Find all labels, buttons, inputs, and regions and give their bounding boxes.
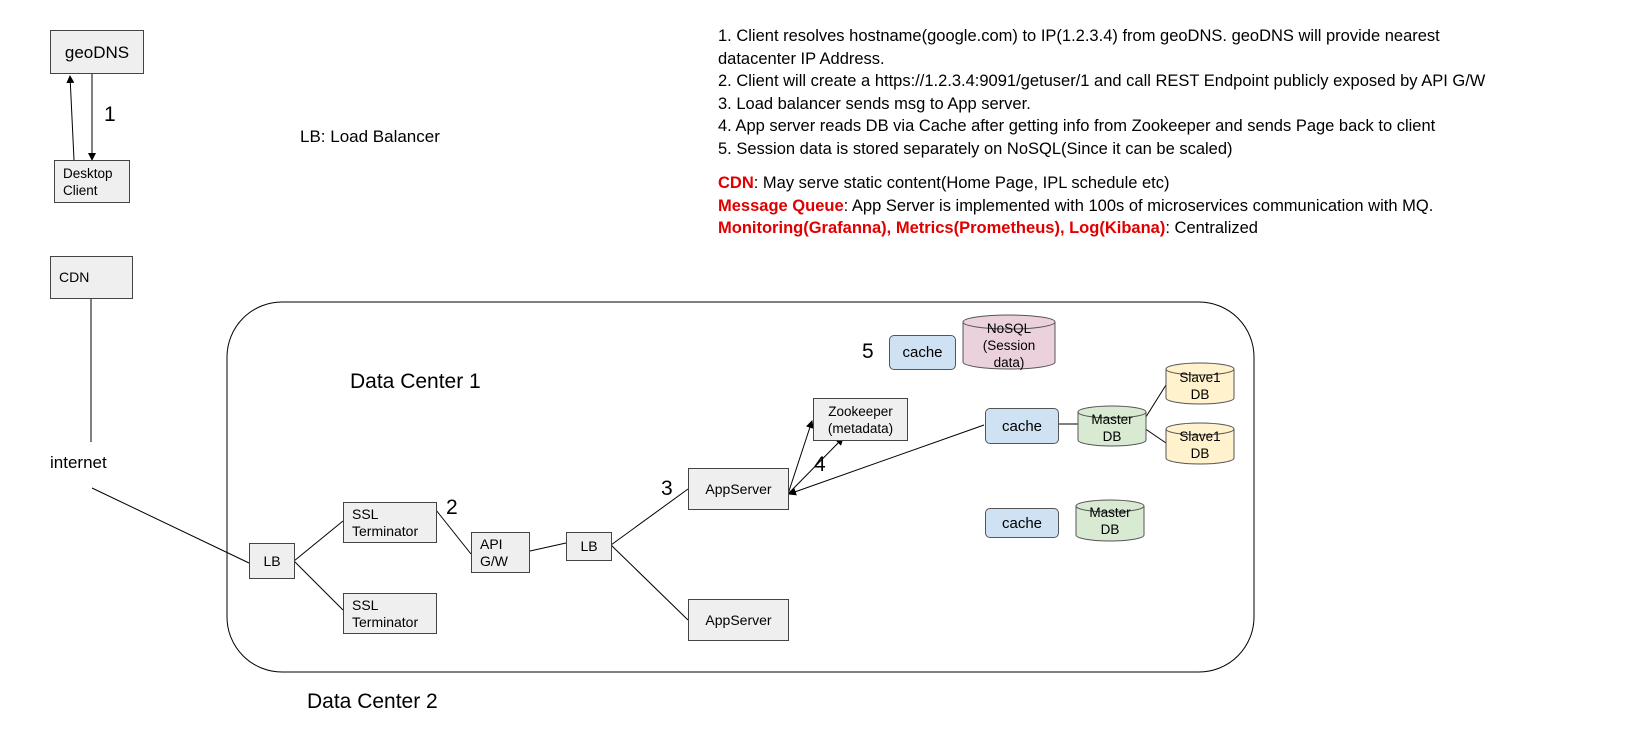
arrow-appserver-zookeeper-a — [787, 420, 814, 495]
note-step-2: 2. Client will create a https://1.2.3.4:… — [718, 72, 1486, 90]
notes-panel: 1. Client resolves hostname(google.com) … — [718, 25, 1618, 240]
connector-master-slave-b — [1143, 427, 1167, 444]
lb-inner-node: LB — [566, 532, 612, 561]
data-center-1-boundary — [226, 301, 1255, 673]
note-step-1: 1. Client resolves hostname(google.com) … — [718, 27, 1440, 45]
master-db-dc2-cylinder — [1075, 499, 1145, 542]
appserver-1-node: AppServer — [688, 468, 789, 510]
nosql-label: NoSQL (Session data) — [982, 321, 1036, 370]
note-cdn: CDN: May serve static content(Home Page,… — [718, 172, 1618, 195]
api-gateway-node: API G/W — [471, 532, 530, 573]
lb-legend: LB: Load Balancer — [300, 127, 440, 146]
note-monitoring-desc: : Centralized — [1165, 219, 1258, 237]
step-5-label: 5 — [862, 340, 874, 363]
ssl-terminator-2-node: SSL Terminator — [343, 593, 437, 634]
slave-db-a-cylinder — [1165, 362, 1235, 405]
lb-outer-node: LB — [249, 543, 295, 579]
note-cdn-term: CDN — [718, 174, 754, 192]
connector-lb-appserver1 — [610, 488, 689, 546]
connector-lb-ssl1 — [293, 520, 344, 562]
internet-label: internet — [50, 453, 107, 472]
connector-internet-lb — [91, 487, 250, 564]
note-mq-desc: : App Server is implemented with 100s of… — [843, 196, 1434, 215]
master-db-dc2-label: Master DB — [1089, 505, 1131, 537]
connector-apigw-lb — [529, 542, 567, 552]
slave-db-b-cylinder — [1165, 422, 1235, 465]
note-step-4: 4. App server reads DB via Cache after g… — [718, 117, 1436, 135]
connector-master-slave-a — [1143, 384, 1167, 421]
note-mq-term: Message Queue — [718, 196, 844, 215]
note-cdn-desc: : May serve static content(Home Page, IP… — [753, 174, 1170, 192]
arrow-client-to-geodns — [66, 75, 75, 161]
cache-dc2-node: cache — [985, 508, 1059, 538]
note-step-5: 5. Session data is stored separately on … — [718, 139, 1233, 158]
step-4-label: 4 — [814, 453, 826, 476]
note-mq: Message Queue: App Server is implemented… — [718, 195, 1618, 218]
slave-db-b-label: Slave1 DB — [1179, 429, 1221, 461]
cache-session-node: cache — [889, 335, 956, 370]
cdn-node: CDN — [50, 256, 133, 299]
master-db-label: Master DB — [1091, 412, 1133, 444]
connector-lb-ssl2 — [293, 560, 344, 611]
connector-lb-appserver2 — [610, 544, 689, 621]
arrow-appserver-zookeeper-b — [787, 437, 844, 495]
note-monitoring: Monitoring(Grafanna), Metrics(Prometheus… — [718, 217, 1618, 240]
slave-db-a-label: Slave1 DB — [1179, 370, 1221, 402]
nosql-cylinder — [962, 314, 1056, 370]
step-1-label: 1 — [104, 103, 116, 126]
desktop-client-node: Desktop Client — [54, 160, 130, 203]
arrow-cache-appserver — [788, 424, 985, 496]
zookeeper-node: Zookeeper (metadata) — [813, 398, 908, 441]
master-db-cylinder — [1077, 405, 1147, 447]
data-center-2-label: Data Center 2 — [307, 690, 438, 713]
step-2-label: 2 — [446, 496, 458, 519]
connector-ssl1-apigw — [435, 509, 472, 555]
data-center-1-label: Data Center 1 — [350, 370, 481, 393]
note-step-3: 3. Load balancer sends msg to App server… — [718, 94, 1031, 113]
geodns-node: geoDNS — [50, 30, 144, 74]
note-monitoring-term: Monitoring(Grafanna), Metrics(Prometheus… — [718, 219, 1166, 237]
ssl-terminator-1-node: SSL Terminator — [343, 502, 437, 543]
cache-main-node: cache — [985, 408, 1059, 444]
note-step-1-cont: datacenter IP Address. — [718, 49, 885, 68]
appserver-2-node: AppServer — [688, 599, 789, 641]
step-3-label: 3 — [661, 477, 673, 500]
